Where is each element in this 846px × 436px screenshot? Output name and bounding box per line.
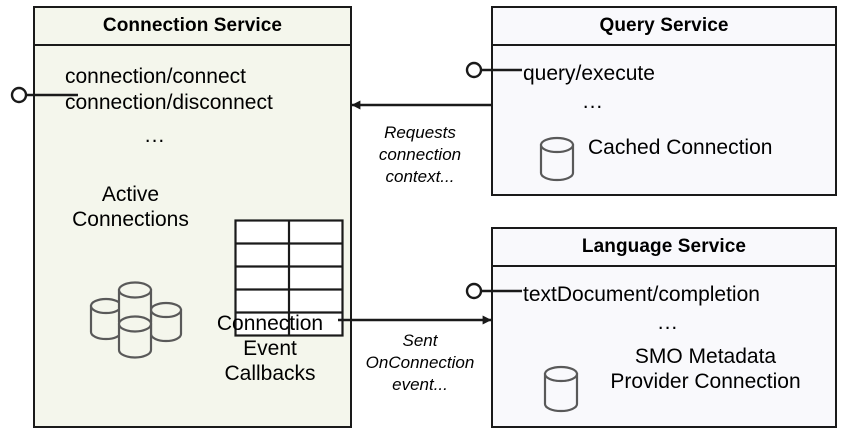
callbacks-line: Callbacks	[224, 361, 316, 385]
connector-label-line: OnConnection	[365, 352, 475, 372]
callbacks-line: Connection	[216, 312, 324, 335]
connector-label-line: context...	[385, 166, 455, 186]
query-service-endpoints-ellipsis: ...	[582, 90, 604, 113]
connector-label-line: connection	[378, 144, 462, 164]
language-service-title: Language Service	[493, 229, 835, 267]
active-connections-line: Connections	[72, 207, 189, 231]
connection-service-title: Connection Service	[35, 8, 350, 46]
connector-label-line: Sent	[402, 331, 438, 350]
connector-label-line: Requests	[384, 123, 456, 142]
database-icon	[539, 136, 575, 182]
cached-connection-label: Cached Connection	[588, 136, 773, 159]
event-callbacks-table-icon	[234, 219, 344, 337]
language-service-endpoints-ellipsis: ...	[657, 311, 679, 334]
connector-label-requests-connection-context: Requests connection context...	[356, 122, 484, 187]
connection-service-body: connection/connect connection/disconnect…	[35, 46, 350, 426]
connection-event-callbacks-label: Connection Event Callbacks	[190, 312, 350, 386]
connector-label-sent-onconnection-event: Sent OnConnection event...	[356, 330, 484, 395]
connection-service-endpoints-ellipsis: ...	[144, 124, 166, 147]
endpoint-line: connection/connect	[65, 65, 246, 88]
smo-metadata-provider-connection-label: SMO Metadata Provider Connection	[588, 345, 823, 395]
language-service-body: textDocument/completion ... SMO Metadata…	[493, 267, 835, 426]
provider-line: Provider Connection	[610, 369, 801, 393]
provider-line: SMO Metadata	[634, 345, 777, 368]
endpoint-line: connection/disconnect	[65, 91, 273, 115]
connector-label-line: event...	[392, 374, 448, 394]
component-connection-service[interactable]: Connection Service connection/connect co…	[33, 6, 352, 428]
endpoint-line: query/execute	[523, 62, 655, 85]
database-cluster-icon	[89, 281, 183, 359]
database-icon	[543, 365, 579, 413]
component-query-service[interactable]: Query Service query/execute ... Cached C…	[491, 6, 837, 196]
component-language-service[interactable]: Language Service textDocument/completion…	[491, 227, 837, 428]
endpoint-line: textDocument/completion	[523, 283, 760, 306]
query-service-body: query/execute ... Cached Connection	[493, 46, 835, 194]
active-connections-line: Active	[101, 183, 160, 206]
query-service-title: Query Service	[493, 8, 835, 46]
callbacks-line: Event	[243, 336, 297, 360]
query-service-endpoints: query/execute	[523, 61, 655, 87]
active-connections-label: Active Connections	[43, 183, 218, 233]
language-service-endpoints: textDocument/completion	[523, 282, 760, 308]
connection-service-endpoints: connection/connect connection/disconnect	[65, 64, 273, 117]
